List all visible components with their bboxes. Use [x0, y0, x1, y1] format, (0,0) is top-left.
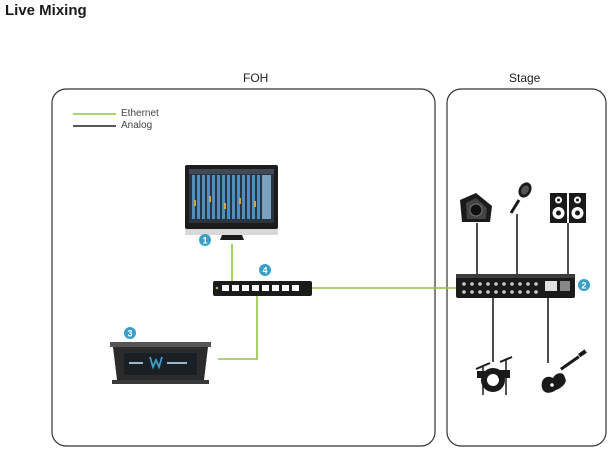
monitor-icon	[185, 165, 278, 240]
badge-server-text: 3	[127, 329, 132, 339]
legend-ethernet-label: Ethernet	[121, 108, 159, 119]
wedge-monitor-speaker-icon	[460, 193, 492, 222]
badge-server: 3	[124, 327, 136, 339]
foh-zone	[51, 88, 436, 447]
badge-switch: 4	[259, 264, 271, 276]
badge-switch-text: 4	[262, 266, 267, 276]
legend-analog-label: Analog	[121, 120, 153, 131]
badge-computer: 1	[199, 234, 211, 246]
analog-connections	[476, 214, 569, 363]
stage-label: Stage	[509, 71, 541, 85]
ethernet-connections	[218, 244, 456, 360]
stage-zone	[446, 88, 607, 447]
soundgrid-server-icon	[110, 342, 211, 384]
electric-guitar-icon	[541, 349, 587, 393]
io-stagebox-icon	[456, 274, 575, 298]
page-title: Live Mixing	[5, 2, 87, 19]
badge-computer-text: 1	[202, 236, 207, 246]
pa-speakers-icon	[550, 193, 586, 223]
badge-stagebox-text: 2	[581, 281, 586, 291]
ethernet-switch-server	[218, 296, 258, 360]
microphone-icon	[509, 182, 532, 214]
network-switch-icon	[213, 281, 312, 296]
drum-kit-icon	[475, 356, 513, 395]
badge-stagebox: 2	[578, 279, 590, 291]
foh-label: FOH	[243, 71, 269, 85]
